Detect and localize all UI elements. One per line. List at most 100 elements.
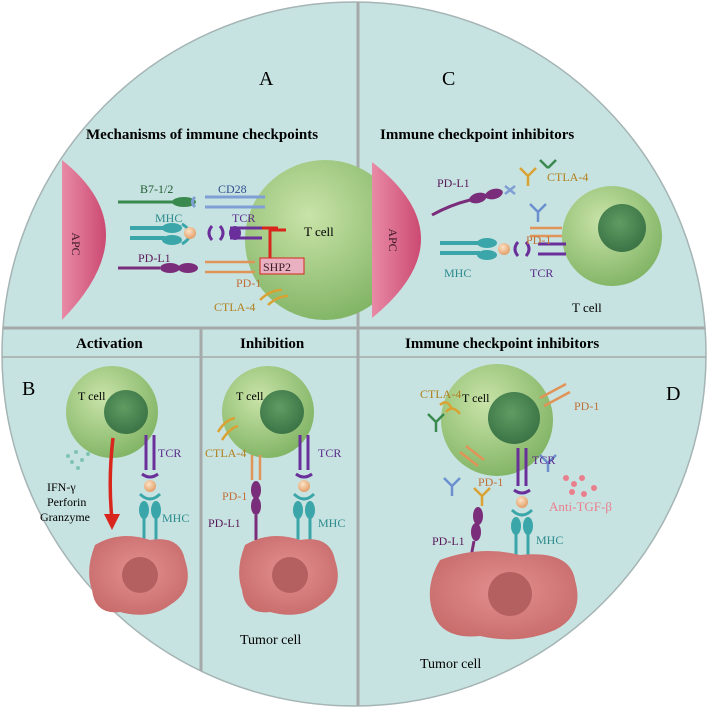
panel-d-letter: D — [666, 383, 680, 405]
mhc-stalk-inhibition — [296, 518, 312, 540]
mhc-label-activation: MHC — [162, 511, 189, 525]
tcr-stalk-d — [516, 448, 528, 486]
cd28-receptor — [191, 195, 265, 209]
tumor-nucleus-inhibition — [272, 557, 308, 593]
pd1-receptor-d-left — [459, 445, 485, 467]
panel-a-title: Mechanisms of immune checkpoints — [86, 127, 318, 143]
tcr-label-inhibition: TCR — [318, 446, 341, 460]
tcr-label: TCR — [232, 211, 255, 225]
ctla4-label-inhibition: CTLA-4 — [205, 446, 246, 460]
pd1-receptor — [205, 260, 255, 274]
cytokine-ifn: IFN-γ — [47, 480, 76, 494]
pdl1-label-inhibition: PD-L1 — [208, 516, 241, 530]
mhc-stalk-d — [514, 534, 530, 556]
cytokine-dots — [66, 450, 90, 470]
anti-pdl1-antibody — [504, 185, 516, 195]
pd1-receptor-d-right — [539, 382, 571, 408]
pdl1-domain-c2 — [485, 188, 503, 200]
anti-pd1-antibody-c — [529, 203, 547, 222]
t-cell-nucleus-c — [598, 204, 646, 252]
mhc-stalk-activation — [142, 518, 158, 540]
apc-cell-c — [372, 162, 421, 318]
tcr-label-c: TCR — [530, 266, 553, 280]
mhc-groove-d — [510, 508, 534, 517]
b7-ligand — [172, 197, 196, 207]
pd1-label-c: PD-1 — [526, 233, 551, 247]
ctla4-label-c: CTLA-4 — [547, 170, 588, 184]
t-cell-label-c: T cell — [572, 300, 602, 315]
tcr-binding-c — [513, 241, 531, 257]
anti-pd1-antibody-d-left — [443, 477, 461, 496]
pd1-receptor-inhibition — [250, 455, 262, 480]
tcr-binding-inhibition — [295, 472, 313, 479]
pdl1-label-d: PD-L1 — [432, 534, 465, 548]
mhc-domain-inh1 — [293, 501, 303, 519]
ctla4-antibody-c — [519, 167, 537, 186]
pdl1-domain-1 — [160, 263, 180, 273]
tcr-binding-activation — [141, 472, 159, 479]
ctla4-label-d: CTLA-4 — [420, 387, 461, 401]
tcr-label-activation: TCR — [158, 446, 181, 460]
apc-label-c: APC — [386, 228, 400, 251]
inhibition-marker — [262, 226, 278, 262]
pdl1-domain-inh1 — [251, 481, 261, 499]
pd1-label-d-right: PD-1 — [574, 399, 599, 413]
shp2-box — [259, 257, 305, 275]
ctla4-label: CTLA-4 — [214, 300, 255, 314]
anti-ctla4-antibody-d — [427, 413, 445, 432]
t-cell-nucleus-activation — [104, 390, 148, 434]
mhc-label-d: MHC — [536, 533, 563, 547]
t-cell-nucleus-d — [488, 392, 540, 444]
mhc-label: MHC — [155, 211, 182, 225]
panel-c-title: Immune checkpoint inhibitors — [380, 127, 574, 143]
anti-tgf-label: Anti-TGF-β — [549, 499, 612, 514]
mhc-stalk — [130, 226, 165, 240]
anti-pd1-antibody-d-right — [539, 454, 557, 472]
antigen-activation — [144, 480, 156, 492]
mhc-domain-d1 — [511, 517, 521, 535]
panel-a: A Mechanisms of immune checkpoints APC T… — [62, 68, 405, 320]
mhc-domain-bottom — [162, 235, 182, 245]
mhc-domain-inh2 — [305, 501, 315, 519]
mhc-domain-top — [162, 223, 182, 233]
pd1-label: PD-1 — [236, 276, 261, 290]
panel-b-letter: B — [22, 378, 35, 400]
pdl1-stalk-c — [431, 198, 471, 217]
ctla4-receptor — [259, 288, 289, 306]
t-cell-label: T cell — [304, 224, 334, 239]
mhc-domain-act2 — [151, 501, 161, 519]
panel-b: Activation Inhibition B T cell IFN-γ Per… — [22, 336, 345, 648]
mhc-label-inhibition: MHC — [318, 516, 345, 530]
tcr-domain — [229, 226, 241, 240]
t-cell-label-activation: T cell — [78, 389, 106, 403]
pdl1-domain-d1 — [473, 507, 483, 525]
antigen-inhibition — [298, 480, 310, 492]
activation-arrow-head — [104, 514, 120, 530]
cytokine-perforin: Perforin — [47, 495, 86, 509]
ctla4-receptor-d — [439, 401, 461, 415]
tcr-stalk-c — [538, 242, 566, 256]
pd1-label-inhibition: PD-1 — [222, 489, 247, 503]
t-cell-label-inhibition: T cell — [236, 389, 264, 403]
tcr-binding-d — [513, 488, 531, 495]
tcr-stalk-activation — [144, 435, 156, 470]
inhibition-title: Inhibition — [240, 336, 305, 352]
panel-a-letter: A — [259, 68, 274, 90]
mhc-label-c: MHC — [444, 266, 471, 280]
cytokine-granzyme: Granzyme — [40, 510, 90, 524]
pd1-label-d-left: PD-1 — [478, 475, 503, 489]
b7-label: B7-1/2 — [140, 182, 173, 196]
pdl1-label: PD-L1 — [138, 251, 171, 265]
activation-arrow-shaft — [108, 437, 115, 521]
pdl1-domain-2 — [178, 263, 198, 273]
mhc-domain-d2 — [523, 517, 533, 535]
t-cell-nucleus-inhibition — [260, 390, 304, 434]
ctla4-receptor-inhibition — [216, 416, 239, 441]
anti-pdl1-antibody-d — [473, 487, 491, 506]
tcr-stalk-inhibition — [298, 435, 310, 470]
pdl1-label-c: PD-L1 — [437, 176, 470, 190]
antigen-d — [516, 496, 528, 508]
